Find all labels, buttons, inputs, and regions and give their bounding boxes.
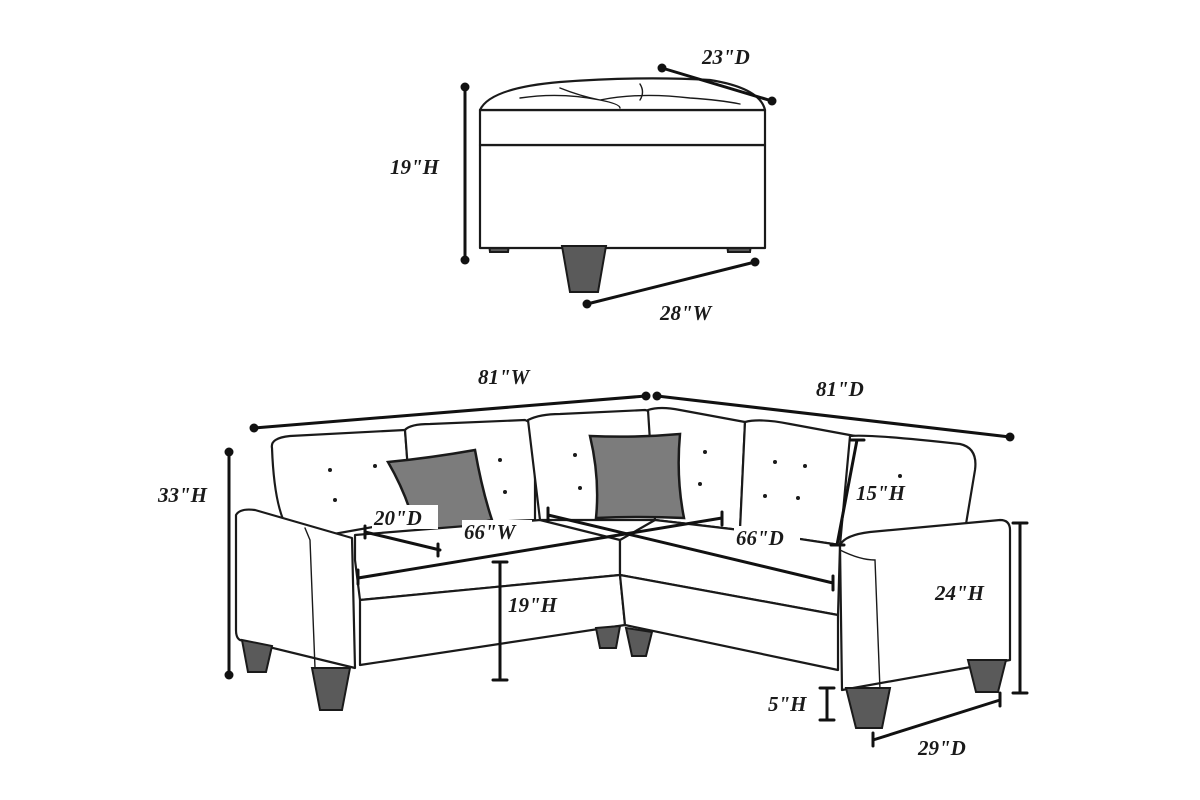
arm-depth-dimension: 29"D	[871, 691, 1002, 760]
ottoman-drawing	[478, 77, 767, 293]
ottoman-height-dimension: 19"H	[390, 82, 470, 265]
leg-height-label: 5"H	[768, 692, 807, 716]
ottoman-height-label: 19"H	[390, 155, 440, 179]
seat-depth-side-dimension: 66"D	[546, 506, 835, 592]
overall-height-label: 33"H	[157, 483, 208, 507]
left-arm-front-edge	[304, 527, 316, 669]
seat-depth-side-label: 66"D	[736, 526, 784, 550]
ottoman-cushion-top	[478, 77, 767, 112]
sectional-leg-center-right	[624, 626, 654, 657]
sectional-leg-left-back	[240, 638, 274, 673]
overall-depth-dimension: 81"D	[652, 377, 1015, 442]
arm-depth-label: 29"D	[917, 736, 966, 760]
overall-width-dimension: 81"W	[249, 365, 651, 433]
ottoman-depth-label: 23"D	[701, 45, 750, 69]
ottoman-width-label: 28"W	[659, 301, 713, 325]
ottoman-tufting	[519, 83, 741, 109]
ottoman-width-dimension: 28"W	[582, 257, 760, 325]
seat-width-dimension: 66"W	[356, 510, 724, 586]
seat-width-label: 66"W	[464, 520, 517, 544]
arm-height-dimension: 24"H	[934, 521, 1029, 695]
back-height-label: 15"H	[856, 481, 906, 505]
overall-height-dimension: 33"H	[157, 447, 234, 680]
right-arm	[838, 518, 1012, 692]
seat-depth-dimension: 20"D	[363, 505, 442, 558]
ottoman-depth-dimension: 23"D	[657, 45, 777, 106]
sectional-drawing	[234, 406, 1012, 729]
arm-height-label: 24"H	[934, 581, 985, 605]
sofa-base-right	[618, 573, 840, 672]
sectional-leg-right-back	[966, 659, 1008, 693]
back-height-dimension: 15"H	[829, 438, 906, 547]
leg-height-dimension: 5"H	[768, 686, 836, 722]
seat-depth-label: 20"D	[373, 506, 422, 530]
overall-depth-label: 81"D	[816, 377, 864, 401]
right-arm-front-edge	[839, 549, 881, 691]
back-cushion-6	[838, 434, 977, 547]
sectional-leg-right-front	[844, 687, 892, 729]
left-arm	[234, 508, 357, 670]
sectional-leg-center-left	[594, 624, 622, 649]
throw-pillow-right	[588, 432, 686, 520]
seat-height-label: 19"H	[508, 593, 558, 617]
seat-height-dimension: 19"H	[491, 560, 558, 682]
ottoman-cushion-side	[478, 108, 767, 147]
ottoman-base	[478, 143, 767, 250]
sectional-leg-left-front	[310, 667, 352, 711]
ottoman-leg-front-left	[560, 245, 608, 293]
overall-width-label: 81"W	[478, 365, 531, 389]
